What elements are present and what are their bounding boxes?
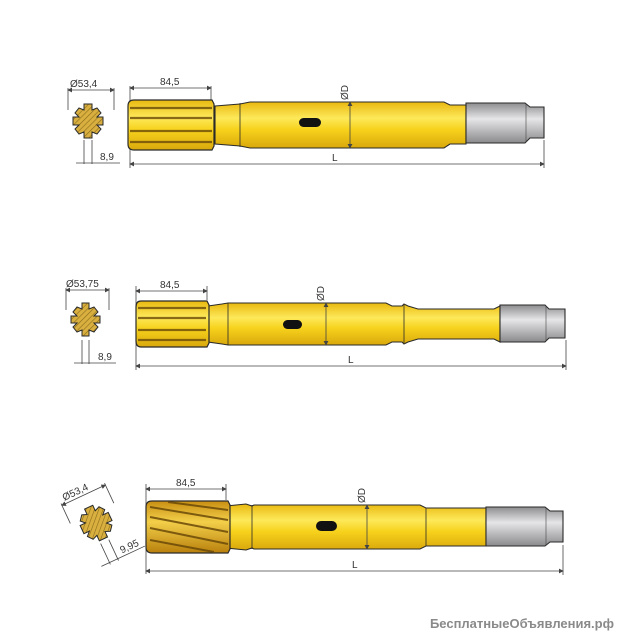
slot-icon (316, 521, 337, 531)
section-diameter-label: Ø53,75 (66, 279, 99, 290)
section-diameter-label: Ø53,4 (61, 482, 91, 504)
slot-icon (283, 320, 302, 329)
length-label: L (348, 355, 354, 366)
diameter-label: ØD (316, 286, 327, 301)
slot-icon (299, 118, 321, 127)
watermark: БесплатныеОбъявления.рф (429, 616, 614, 631)
section-diameter-label: Ø53,4 (70, 79, 98, 90)
spline-length-label: 84,5 (160, 77, 180, 88)
length-label: L (352, 560, 358, 571)
cross-section-1: Ø53,4 8,9 (67, 79, 120, 164)
diameter-label: ØD (340, 85, 351, 100)
spline-length-label: 84,5 (160, 280, 180, 291)
cross-section-3: Ø53,4 9,95 (60, 482, 146, 567)
diameter-label: ØD (357, 488, 368, 503)
spline-length-label: 84,5 (176, 478, 196, 489)
spline-width-label: 8,9 (100, 152, 114, 163)
cross-section-2: Ø53,75 8,9 (65, 279, 116, 364)
length-label: L (332, 153, 338, 164)
spline-width-label: 8,9 (98, 352, 112, 363)
shank-drawing-3: Ø53,4 9,95 84,5 L ØD (60, 478, 564, 575)
shank-drawing-2: Ø53,75 8,9 84,5 L ØD (65, 279, 567, 370)
shank-drawing-1: Ø53,4 8,9 84,5 L ØD (67, 77, 545, 168)
